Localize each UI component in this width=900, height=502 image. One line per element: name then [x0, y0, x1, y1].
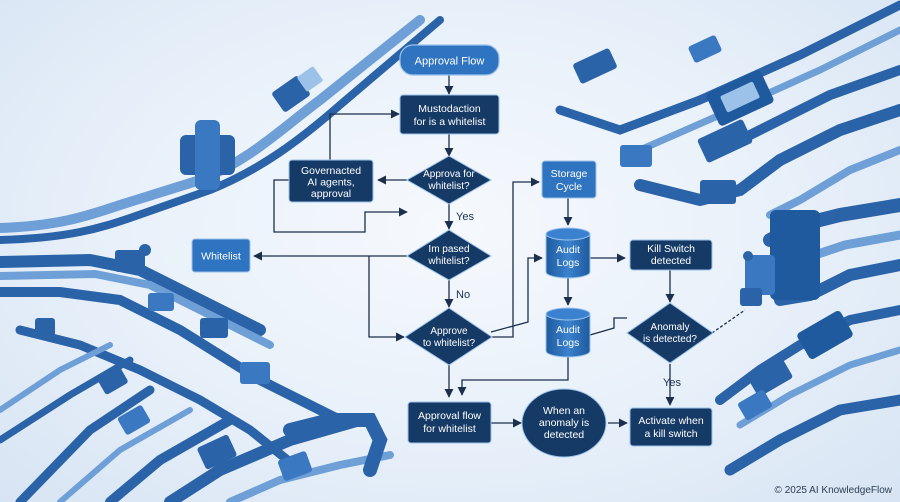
node-label-line-1: Activate when: [638, 415, 704, 427]
node-label-line-1: Approva for: [423, 169, 475, 180]
node-label: Whitelist: [201, 251, 241, 263]
decision-im-pased-whitelist[interactable]: Im pased whitelist?: [406, 229, 492, 281]
flow-arrows: [253, 75, 746, 428]
node-label-line-2: Cycle: [556, 181, 582, 193]
decision-anomaly-is-detected[interactable]: Anomaly is detected?: [626, 302, 714, 364]
node-audit-logs-2[interactable]: Audit Logs: [545, 307, 591, 358]
edge-label-yes: Yes: [456, 211, 474, 223]
edge-label-no: No: [456, 289, 470, 301]
node-storage-cycle[interactable]: Storage Cycle: [541, 160, 597, 199]
node-approval-flow-title[interactable]: Approval Flow: [399, 44, 500, 76]
node-label-line-2: anomaly is: [539, 417, 589, 429]
decision-approve-to-whitelist[interactable]: Approve to whitelist?: [404, 307, 493, 366]
node-label-line-2: a kill switch: [644, 428, 697, 440]
node-label-line-2: is detected?: [643, 334, 697, 345]
node-label-line-3: approval: [311, 188, 351, 200]
node-approval-flow-for-whitelist[interactable]: Approval flow for whitelist: [407, 401, 492, 444]
node-kill-switch-detected[interactable]: Kill Switch detected: [629, 239, 713, 271]
node-mustodaction[interactable]: Mustodaction for is a whitelist: [399, 94, 500, 135]
decorative-cables-left: [0, 15, 444, 502]
decorative-connectors-right: [573, 35, 853, 421]
node-label-line-1: Audit: [556, 324, 580, 336]
node-label-line-2: whitelist?: [427, 181, 470, 192]
node-label: Approval Flow: [415, 56, 485, 68]
node-label-line-1: Approve: [430, 326, 468, 337]
node-label-line-1: Audit: [556, 244, 580, 256]
node-label-line-1: Mustodaction: [418, 103, 481, 115]
edge-label-yes-anomaly: Yes: [663, 377, 681, 389]
footer-credit: © 2025 AI KnowledgeFlow: [774, 485, 892, 496]
node-activate-kill-switch[interactable]: Activate when a kill switch: [629, 407, 713, 447]
node-governacted[interactable]: Governacted AI agents, approval: [288, 159, 374, 203]
node-label-line-2: to whitelist?: [423, 338, 476, 349]
node-when-anomaly-detected[interactable]: When an anomaly is detected: [521, 388, 607, 458]
node-whitelist[interactable]: Whitelist: [191, 238, 251, 273]
decision-approva-for-whitelist[interactable]: Approva for whitelist?: [405, 155, 493, 205]
node-label-line-2: Logs: [557, 257, 580, 269]
node-audit-logs-1[interactable]: Audit Logs: [545, 227, 591, 279]
node-label-line-1: Kill Switch: [647, 243, 695, 255]
node-label-line-2: for whitelist: [423, 423, 476, 435]
node-label-line-1: Approval flow: [418, 410, 481, 422]
node-label-line-2: whitelist?: [427, 256, 470, 267]
node-label-line-1: Governacted: [301, 165, 361, 177]
node-label-line-3: detected: [544, 429, 584, 441]
node-label-line-1: Storage: [551, 168, 588, 180]
node-label-line-1: When an: [543, 405, 585, 417]
node-label-line-2: for is a whitelist: [414, 116, 486, 128]
decorative-cables-right: [555, 0, 900, 476]
node-label-line-2: Logs: [557, 337, 580, 349]
node-label-line-2: AI agents,: [307, 177, 354, 189]
node-label-line-1: Im pased: [428, 244, 469, 255]
decorative-connectors-left: [35, 66, 323, 481]
node-label-line-2: detected: [651, 255, 691, 267]
node-label-line-1: Anomaly: [651, 322, 690, 333]
